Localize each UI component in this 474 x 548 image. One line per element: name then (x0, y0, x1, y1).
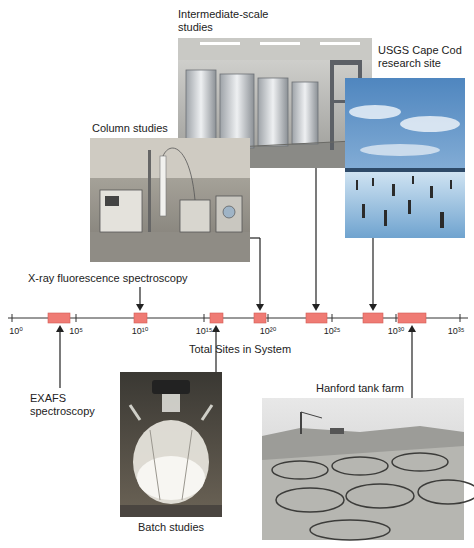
range-bars (48, 313, 426, 323)
axis-tick-label: 10¹⁵ (189, 326, 219, 337)
batch-photo (120, 372, 222, 517)
cape-cod-photo (345, 78, 465, 238)
log-axis (8, 314, 468, 322)
axis-tick-label: 10³⁰ (381, 326, 411, 337)
method-label: X-ray fluorescence spectroscopy (28, 272, 218, 285)
axis-tick-label: 10²⁵ (317, 326, 347, 337)
axis-tick-label: 10³⁵ (441, 326, 471, 337)
axis-tick-label: 10²⁰ (253, 326, 283, 337)
photo-caption: USGS Cape Cod research site (378, 44, 468, 70)
axis-title: Total Sites in System (170, 343, 310, 356)
photo-caption: Batch studies (110, 521, 232, 534)
method-label: EXAFS spectroscopy (30, 392, 102, 418)
photo-caption: Intermediate-scale studies (178, 8, 282, 34)
photo-caption: Column studies (92, 122, 212, 135)
column-photo (90, 138, 250, 262)
axis-tick-label: 10¹⁰ (125, 326, 155, 337)
hanford-photo (262, 398, 474, 540)
photo-caption: Hanford tank farm (290, 382, 404, 395)
axis-tick-label: 10⁵ (61, 326, 91, 337)
axis-tick-label: 10⁰ (2, 326, 30, 337)
